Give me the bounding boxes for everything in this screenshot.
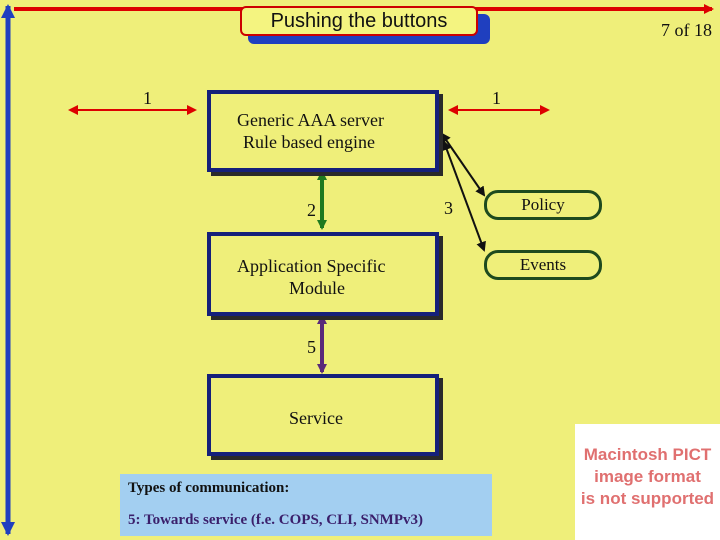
arrow-label-1-right: 1 bbox=[492, 88, 501, 108]
placeholder-line1: Macintosh PICT bbox=[583, 445, 712, 464]
aaa-label-line2: Rule based engine bbox=[243, 132, 375, 152]
service-box: Service bbox=[207, 374, 439, 456]
arrow-label-3: 3 bbox=[444, 198, 453, 218]
asm-label-line1: Application Specific bbox=[237, 256, 386, 276]
arrow-label-1-left: 1 bbox=[143, 88, 152, 108]
page-indicator: 7 of 18 bbox=[661, 20, 712, 40]
placeholder-line3: is not supported bbox=[580, 489, 715, 508]
legend-heading: Types of communication: bbox=[128, 480, 290, 496]
aaa-label-line1: Generic AAA server bbox=[237, 110, 384, 130]
policy-store: Policy bbox=[484, 190, 602, 220]
application-module-box: Application Specific Module bbox=[207, 232, 439, 316]
events-label: Events bbox=[519, 255, 567, 274]
arrow-label-5: 5 bbox=[307, 337, 316, 357]
legend-item-5: 5: Towards service (f.e. COPS, CLI, SNMP… bbox=[128, 512, 423, 528]
events-store: Events bbox=[484, 250, 602, 280]
aaa-server-box: Generic AAA server Rule based engine bbox=[207, 90, 439, 172]
arrow-3-policy bbox=[440, 132, 486, 197]
slide-title: Pushing the buttons bbox=[240, 6, 490, 44]
communication-legend: Types of communication: 5: Towards servi… bbox=[120, 474, 492, 536]
asm-label-line2: Module bbox=[289, 278, 345, 298]
service-label: Service bbox=[289, 408, 343, 428]
title-text: Pushing the buttons bbox=[240, 6, 478, 36]
policy-label: Policy bbox=[521, 195, 565, 214]
unsupported-image-placeholder: Macintosh PICT image format is not suppo… bbox=[575, 424, 720, 540]
arrow-label-2: 2 bbox=[307, 200, 316, 220]
placeholder-line2: image format bbox=[594, 467, 701, 486]
arrow-3-events bbox=[442, 140, 486, 252]
